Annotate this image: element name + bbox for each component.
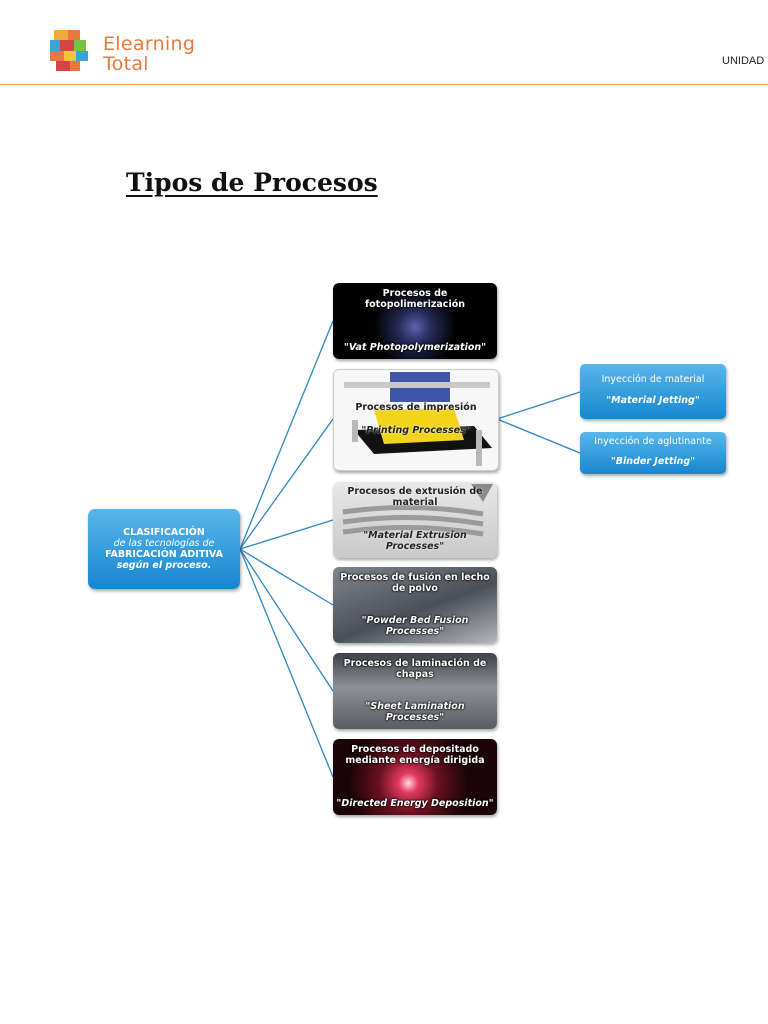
- unit-label: UNIDAD: [722, 55, 765, 67]
- node-vat-photopolymerization: Procesos de fotopolimerización "Vat Phot…: [333, 283, 497, 359]
- printer-illustration-icon: [344, 372, 492, 466]
- node-title: Procesos de impresión: [355, 402, 477, 413]
- root-line-2: de las tecnologías de: [113, 538, 215, 549]
- connector-root-n5: [239, 548, 334, 692]
- root-line-1: CLASIFICACIÓN: [123, 527, 205, 538]
- node-printing-processes: Procesos de impresión "Printing Processe…: [333, 369, 499, 471]
- leaf-binder-jetting: Inyección de aglutinante "Binder Jetting…: [580, 432, 726, 474]
- elearning-logo-icon: [50, 30, 88, 71]
- connector-root-n2: [239, 418, 334, 550]
- node-directed-energy-deposition: Procesos de depositado mediante energía …: [333, 739, 497, 815]
- connector-root-n1: [239, 320, 334, 550]
- node-subtitle: "Vat Photopolymerization": [343, 342, 487, 353]
- node-title: Procesos de fusión en lecho de polvo: [340, 572, 490, 594]
- leaf-subtitle: "Binder Jetting": [610, 456, 696, 467]
- root-node-classification: CLASIFICACIÓN de las tecnologías de FABR…: [88, 509, 240, 589]
- header-divider: [0, 84, 768, 85]
- node-powder-bed-fusion: Procesos de fusión en lecho de polvo "Po…: [333, 567, 497, 643]
- node-subtitle: "Sheet Lamination Processes": [365, 701, 465, 723]
- connector-root-n6: [239, 548, 334, 778]
- extrusion-coil-icon: [342, 484, 493, 537]
- connector-n2-leaf2: [496, 418, 581, 454]
- leaf-subtitle: "Material Jetting": [606, 395, 700, 406]
- brand-name: Elearning Total: [103, 34, 195, 74]
- node-subtitle: "Directed Energy Deposition": [336, 798, 494, 809]
- node-subtitle: "Material Extrusion Processes": [363, 530, 467, 552]
- node-subtitle: "Printing Processes": [361, 425, 471, 436]
- node-title: Procesos de depositado mediante energía …: [345, 744, 485, 766]
- node-title: Procesos de extrusión de material: [347, 486, 483, 508]
- brand-line-2: Total: [103, 53, 149, 75]
- node-sheet-lamination: Procesos de laminación de chapas "Sheet …: [333, 653, 497, 729]
- leaf-title: Inyección de material: [601, 374, 705, 385]
- page-title: Tipos de Procesos: [126, 168, 378, 197]
- root-line-4: según el proceso.: [116, 560, 212, 571]
- leaf-title: Inyección de aglutinante: [594, 436, 712, 447]
- page-header: Elearning Total UNIDAD: [0, 0, 768, 86]
- connector-n2-leaf1: [496, 391, 581, 420]
- leaf-material-jetting: Inyección de material "Material Jetting": [580, 364, 726, 419]
- connector-root-n3: [239, 519, 334, 550]
- node-title: Procesos de fotopolimerización: [365, 288, 465, 310]
- node-title: Procesos de laminación de chapas: [343, 658, 487, 680]
- node-subtitle: "Powder Bed Fusion Processes": [361, 615, 469, 637]
- connector-root-n4: [239, 548, 334, 606]
- root-line-3: FABRICACIÓN ADITIVA: [105, 549, 223, 560]
- node-material-extrusion: Procesos de extrusión de material "Mater…: [333, 482, 497, 558]
- brand-line-1: Elearning: [103, 33, 196, 55]
